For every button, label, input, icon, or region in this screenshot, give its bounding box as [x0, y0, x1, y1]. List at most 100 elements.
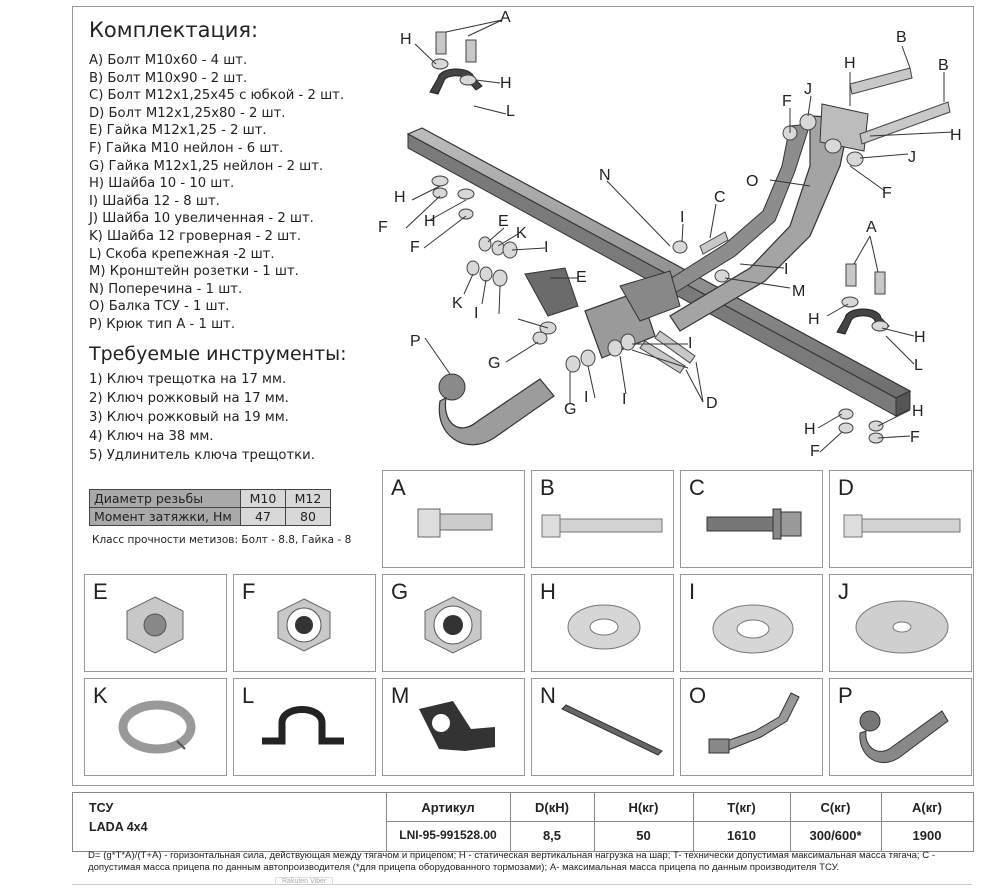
diagram-label: P	[410, 333, 421, 350]
kit-item: С) Болт М12х1,25х45 с юбкой - 2 шт.	[89, 88, 345, 104]
diagram-label: A	[500, 9, 511, 26]
diagram-label: I	[584, 389, 588, 406]
part-cell-f: F	[233, 574, 376, 672]
clamp-bracket-icon	[262, 706, 344, 745]
diagram-label: H	[914, 329, 926, 346]
article-header: Артикул	[421, 800, 475, 815]
diagram-label: M	[792, 283, 805, 300]
m12-header: М12	[285, 489, 331, 508]
diagram-label: H	[394, 189, 406, 206]
kit-item: D) Болт М12х1,25х80 - 2 шт.	[89, 105, 286, 121]
kit-item: H) Шайба 10 - 10 шт.	[89, 176, 235, 192]
diagram-label: H	[950, 127, 962, 144]
tool-item: 2) Ключ рожковый на 17 мм.	[89, 391, 289, 406]
table-divider	[594, 793, 595, 851]
diagram-label: I	[622, 391, 626, 408]
table-divider	[510, 793, 511, 851]
table-divider	[790, 793, 791, 851]
diagram-label: K	[452, 295, 463, 312]
tool-item: 4) Ключ на 38 мм.	[89, 429, 214, 444]
h-value: 50	[636, 828, 651, 843]
part-letter: O	[689, 683, 707, 708]
diagram-label: N	[599, 167, 611, 184]
tools-list: 1) Ключ трещотка на 17 мм. 2) Ключ рожко…	[89, 370, 315, 465]
long-bolt-icon	[541, 514, 663, 538]
kit-item: J) Шайба 10 увеличенная - 2 шт.	[89, 211, 314, 227]
diagram-label: H	[424, 213, 436, 230]
c-value: 300/600*	[809, 828, 862, 843]
diagram-label: C	[714, 189, 726, 206]
h-header: Н(кг)	[628, 800, 659, 815]
diagram-label: H	[400, 31, 412, 48]
crossbar-icon	[561, 704, 663, 756]
tools-title: Требуемые инструменты:	[89, 343, 347, 365]
part-letter: G	[391, 579, 409, 604]
part-cell-j: J	[829, 574, 972, 672]
c-header: С(кг)	[820, 800, 851, 815]
diagram-label: B	[896, 29, 907, 46]
flange-bolt-icon	[706, 508, 802, 540]
part-cell-e: E	[84, 574, 227, 672]
part-letter: I	[689, 579, 696, 604]
kit-item: F) Гайка М10 нейлон - 6 шт.	[89, 140, 284, 156]
diagram-label: G	[488, 355, 500, 372]
kit-item: O) Балка ТСУ - 1 шт.	[89, 299, 230, 315]
washer-icon	[712, 604, 794, 654]
kit-list: A) Болт М10х60 - 4 шт. B) Болт М10х90 - …	[89, 52, 344, 334]
diagram-label: F	[882, 185, 892, 202]
long-bolt-icon	[843, 514, 961, 538]
product-type: ТСУ	[89, 801, 114, 815]
part-cell-h: H	[531, 574, 674, 672]
footer-divider	[72, 884, 972, 885]
part-letter: J	[838, 579, 849, 604]
diagram-label: F	[410, 239, 420, 256]
torque-label: Момент затяжки, Нм	[89, 507, 241, 526]
part-cell-l: L	[233, 678, 376, 776]
kit-item: K) Шайба 12 гроверная - 2 шт.	[89, 228, 302, 244]
tool-item: 3) Ключ рожковый на 19 мм.	[89, 410, 289, 425]
d-header: D(кН)	[535, 800, 569, 815]
part-letter: N	[540, 683, 556, 708]
diagram-label: K	[516, 225, 527, 242]
table-divider	[386, 793, 387, 851]
socket-bracket-icon	[419, 701, 495, 751]
diagram-bolts	[435, 31, 951, 374]
part-cell-d: D	[829, 470, 972, 568]
spec-table: ТСУ LADA 4x4 Артикул D(кН) Н(кг) Т(кг) С…	[72, 792, 974, 852]
torque-value-row: Момент затяжки, Нм 47 80	[89, 507, 331, 526]
diagram-label: F	[378, 219, 388, 236]
diagram-label: H	[844, 55, 856, 72]
torque-table: Диаметр резьбы М10 М12 Момент затяжки, Н…	[89, 489, 331, 526]
tow-hook-icon	[859, 710, 949, 763]
document-frame	[72, 6, 974, 786]
kit-item: G) Гайка М12х1,25 нейлон - 2 шт.	[89, 158, 324, 174]
diagram-label: E	[576, 269, 587, 286]
spring-washer-icon	[118, 700, 196, 754]
assembly-diagram: A H H L B B H F J H J F O N H F H F E K …	[378, 9, 962, 460]
diagram-label: F	[782, 93, 792, 110]
diagram-label: J	[804, 81, 812, 98]
part-letter: H	[540, 579, 556, 604]
formula-legend: D= (g*T*A)/(T+A) - горизонтальная сила, …	[88, 850, 936, 873]
nylon-nut-icon	[424, 596, 482, 654]
part-cell-i: I	[680, 574, 823, 672]
diagram-label: H	[804, 421, 816, 438]
diagram-label: I	[474, 305, 478, 322]
table-divider	[693, 793, 694, 851]
a-value: 1900	[912, 828, 942, 843]
diagram-label: A	[866, 219, 877, 236]
large-washer-icon	[855, 600, 949, 654]
part-cell-k: K	[84, 678, 227, 776]
strength-class-note: Класс прочности метизов: Болт - 8.8, Гай…	[92, 534, 352, 546]
diagram-label: D	[706, 395, 718, 412]
kit-item: E) Гайка М12х1,25 - 2 шт.	[89, 123, 267, 139]
kit-title: Комплектация:	[89, 18, 259, 42]
part-letter: A	[391, 475, 406, 500]
diagram-label: H	[500, 75, 512, 92]
article-value: LNI-95-991528.00	[399, 828, 497, 842]
nylon-nut-icon	[277, 598, 331, 652]
kit-item: L) Скоба крепежная -2 шт.	[89, 246, 275, 262]
diagram-label: I	[544, 239, 548, 256]
part-cell-b: B	[531, 470, 674, 568]
part-letter: M	[391, 683, 410, 708]
